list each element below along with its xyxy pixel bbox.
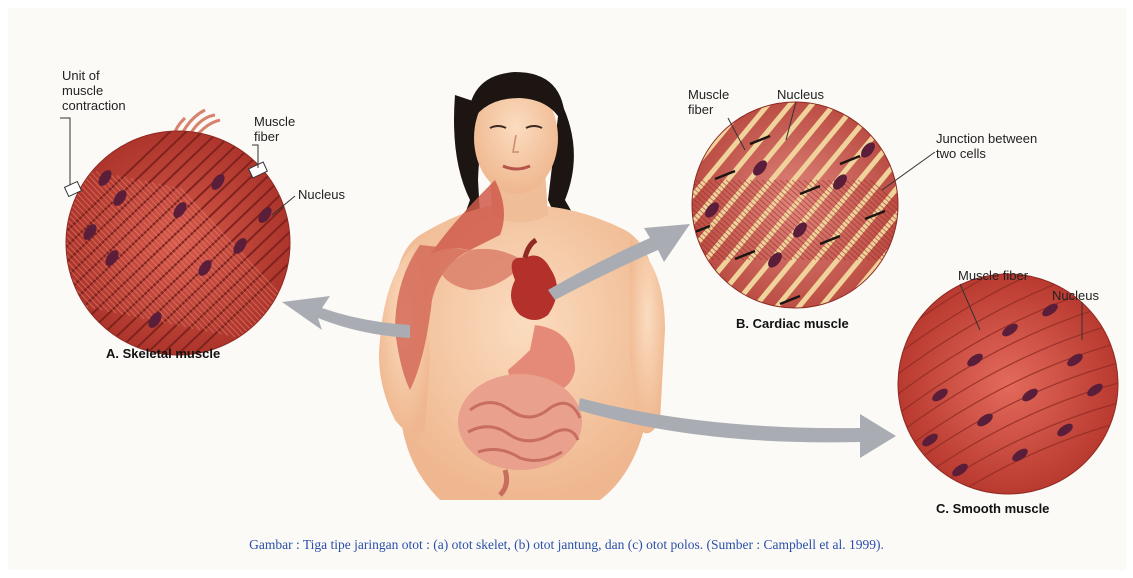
figure-caption: Gambar : Tiga tipe jaringan otot : (a) o…	[0, 537, 1133, 553]
title-skeletal-muscle: A. Skeletal muscle	[106, 346, 220, 361]
label-unit-of-contraction: Unit of muscle contraction	[62, 68, 126, 113]
label-skeletal-muscle-fiber: Muscle fiber	[254, 114, 295, 144]
label-cardiac-junction: Junction between two cells	[936, 131, 1037, 161]
label-cardiac-nucleus: Nucleus	[777, 87, 824, 102]
human-figure	[379, 72, 665, 500]
label-skeletal-nucleus: Nucleus	[298, 187, 345, 202]
smooth-muscle-circle	[890, 180, 1130, 540]
skeletal-striation	[0, 135, 74, 305]
title-smooth-muscle: C. Smooth muscle	[936, 501, 1049, 516]
title-cardiac-muscle: B. Cardiac muscle	[736, 316, 849, 331]
skeletal-striation	[0, 132, 60, 302]
label-smooth-nucleus: Nucleus	[1052, 288, 1099, 303]
label-cardiac-muscle-fiber: Muscle fiber	[688, 87, 729, 117]
skeletal-striation	[0, 133, 67, 303]
label-smooth-muscle-fiber: Muscle fiber	[958, 268, 1028, 283]
